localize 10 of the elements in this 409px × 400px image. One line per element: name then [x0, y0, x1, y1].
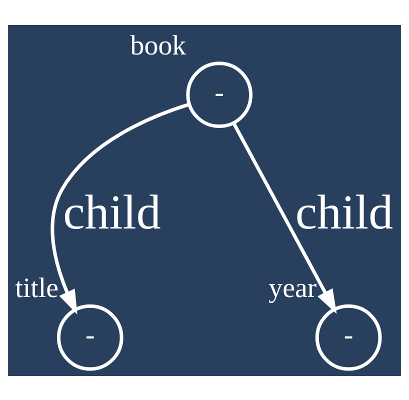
node-circle: -	[56, 304, 124, 370]
node-circle: -	[315, 304, 382, 370]
edge-label: child	[295, 184, 394, 239]
node-label: title	[15, 272, 59, 304]
arrow	[232, 122, 337, 314]
edge-label: child	[63, 184, 161, 239]
arrow	[50, 102, 190, 314]
node-label: book	[130, 30, 186, 61]
node-circle: -	[186, 61, 253, 128]
node-label: year	[268, 272, 317, 304]
